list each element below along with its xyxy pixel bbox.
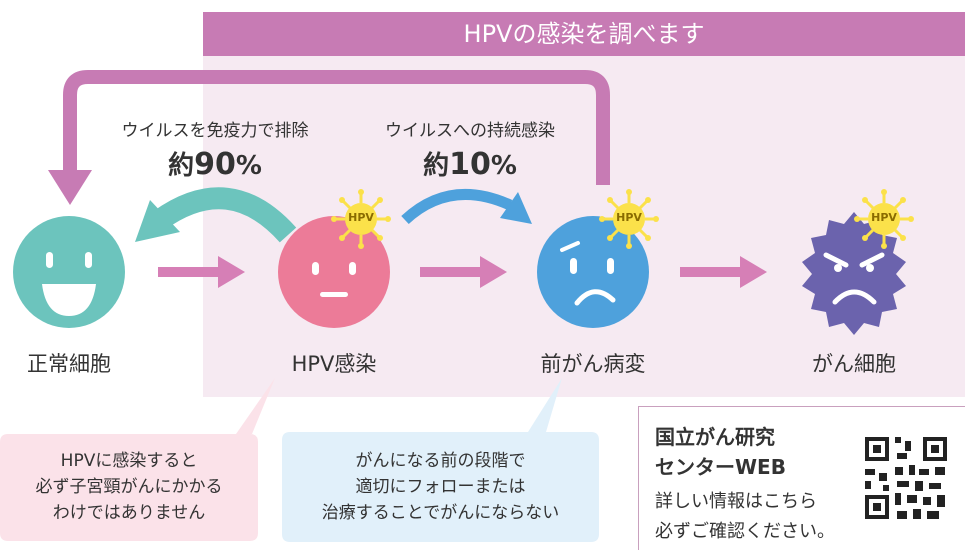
virus-badge-2: HPV <box>616 211 642 224</box>
stage-label-precancer: 前がん病変 <box>540 352 646 376</box>
return-arrow-head <box>48 170 92 205</box>
blue-bubble-bg <box>282 378 599 542</box>
clear-flow-unit: % <box>235 151 262 181</box>
blue-note-line: がんになる前の段階で <box>355 451 526 471</box>
blue-note-line: 適切にフォローまたは <box>355 477 526 497</box>
stage-label-normal: 正常細胞 <box>27 352 111 376</box>
clear-flow-number: 90 <box>194 147 236 182</box>
pink-note-line: 必ず子宮頸がんにかかる <box>35 477 223 497</box>
pink-bubble-bg <box>0 378 275 541</box>
virus-badge-3: HPV <box>871 211 897 224</box>
teal-curve-arrow <box>153 187 297 243</box>
qr-code-icon[interactable] <box>861 433 951 523</box>
blue-note: がんになる前の段階で 適切にフォローまたは 治療することでがんにならない <box>282 448 599 526</box>
blue-note-line: 治療することでがんにならない <box>321 503 560 523</box>
clear-flow-value: 約90% <box>140 145 290 182</box>
pink-note: HPVに感染すると 必ず子宮頸がんにかかる わけではありません <box>0 448 258 526</box>
persistent-flow-label: ウイルスへの持続感染 <box>385 121 555 141</box>
stage-label-cancer: がん細胞 <box>812 352 896 376</box>
precancer-cell-face-icon <box>537 216 649 328</box>
pink-note-line: わけではありません <box>52 503 206 523</box>
header-bar <box>203 12 965 56</box>
pink-note-line: HPVに感染すると <box>60 451 198 471</box>
persistent-flow-unit: % <box>490 151 517 181</box>
info-text-line2: 必ずご確認ください。 <box>655 521 835 542</box>
info-title-line2: センターWEB <box>655 455 786 479</box>
header-title: HPVの感染を調べます <box>463 20 705 48</box>
info-box[interactable]: 国立がん研究 センターWEB 詳しい情報はこちら 必ずご確認ください。 <box>638 406 965 550</box>
persistent-flow-prefix: 約 <box>423 151 450 181</box>
persistent-flow-value: 約10% <box>395 145 545 182</box>
virus-badge-1: HPV <box>348 211 374 224</box>
cancer-cell-icon <box>802 212 906 335</box>
clear-flow-prefix: 約 <box>168 151 195 181</box>
info-text-line1: 詳しい情報はこちら <box>655 491 817 512</box>
normal-cell-face-icon <box>13 216 125 328</box>
blue-curve-arrow <box>401 188 513 225</box>
info-title-line1: 国立がん研究 <box>655 425 775 449</box>
persistent-flow-number: 10 <box>449 147 491 182</box>
step-arrows <box>158 256 767 288</box>
clear-flow-label: ウイルスを免疫力で排除 <box>121 121 309 141</box>
stage-label-hpv: HPV感染 <box>291 352 377 376</box>
return-arrow <box>63 70 610 185</box>
